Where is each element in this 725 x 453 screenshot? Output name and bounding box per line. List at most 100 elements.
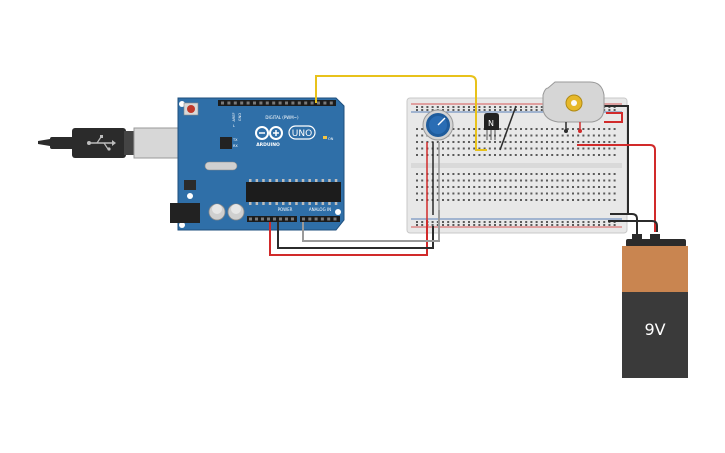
breadboard-hole [494,173,496,175]
breadboard-hole [540,147,543,150]
breadboard-hole [520,106,522,108]
breadboard-hole [561,173,564,175]
breadboard-hole [494,106,496,108]
battery-body [622,292,688,378]
breadboard-hole [582,179,585,182]
breadboard-hole [436,173,439,175]
breadboard-hole [546,134,548,137]
breadboard-hole [504,192,507,195]
breadboard-hole [546,186,548,188]
breadboard-hole [613,192,616,195]
header-pin [233,101,237,105]
breadboard-hole [561,154,564,156]
digital-header-strip [218,100,336,106]
chip-pin [328,202,331,205]
breadboard-hole [504,179,507,182]
potentiometer[interactable] [422,109,454,141]
analog-header-strip [300,216,340,222]
breadboard-hole [509,109,512,111]
breadboard-hole [488,192,491,195]
breadboard-hole [540,192,543,195]
potentiometer-knob-indicator [437,117,446,126]
breadboard-hole [566,134,569,137]
crystal-oscillator [204,161,238,171]
breadboard-hole [598,141,600,143]
breadboard-hole [598,179,600,182]
breadboard-hole [504,173,507,175]
breadboard-hole [551,173,554,175]
breadboard-hole [421,179,424,182]
breadboard-hole [551,128,554,130]
breadboard-hole [592,141,595,143]
breadboard-hole [457,192,460,195]
breadboard-hole [421,134,424,137]
breadboard-hole [535,154,538,156]
breadboard-hole [478,134,481,137]
arduino-uno-board[interactable]: UNO ARDUINO DIGITAL (PWM~) AREF GND TX R… [170,97,345,231]
breadboard-hole [582,221,585,223]
breadboard-hole [468,154,470,156]
breadboard-hole [421,221,424,223]
breadboard-hole [473,179,476,182]
breadboard-hole [478,141,481,143]
battery-voltage-label: 9V [644,320,665,339]
capacitors [208,203,245,221]
chip-pin [275,202,278,205]
breadboard-hole [608,192,611,195]
breadboard-hole [421,186,424,188]
breadboard-hole [556,141,559,143]
chip-pin [308,179,311,182]
breadboard-hole [431,106,434,108]
breadboard-hole [546,154,548,156]
breadboard-hole [488,221,491,223]
breadboard-hole [608,154,611,156]
breadboard-hole [592,134,595,137]
breadboard-hole [551,186,554,188]
breadboard-hole [561,179,564,182]
breadboard-hole [452,199,455,201]
breadboard-hole [468,109,470,111]
breadboard-hole [452,186,455,188]
breadboard-hole [436,106,439,108]
breadboard-hole [566,147,569,150]
breadboard-hole [488,106,491,108]
breadboard-hole [514,147,517,150]
breadboard-hole [499,128,502,130]
chip-pin [295,179,298,182]
breadboard-hole [530,134,533,137]
breadboard-hole [442,179,444,182]
breadboard-hole [551,134,554,137]
breadboard-hole [509,141,512,143]
breadboard-hole [546,173,548,175]
breadboard-hole [592,224,595,226]
breadboard-hole [613,179,616,182]
breadboard-hole [416,199,418,201]
breadboard-hole [520,186,522,188]
breadboard-hole [416,192,418,195]
chip-pin [301,202,305,205]
npn-transistor[interactable]: N [484,113,499,140]
breadboard-hole [483,141,486,143]
breadboard-hole [525,173,528,175]
breadboard-hole [598,186,600,188]
breadboard-hole [483,221,486,223]
nine-volt-battery[interactable]: 9V [622,234,688,378]
breadboard-hole [566,221,569,223]
breadboard-hole [421,141,424,143]
breadboard-hole [556,224,559,226]
breadboard-hole [582,141,585,143]
breadboard-hole [603,173,606,175]
breadboard-hole [535,134,538,137]
breadboard-hole [509,154,512,156]
breadboard-hole [488,109,491,111]
dc-motor[interactable] [542,81,605,133]
power-jack[interactable] [170,203,200,223]
breadboard-hole [509,128,512,130]
breadboard-hole [436,186,439,188]
breadboard-hole [572,221,574,223]
breadboard-hole [608,147,611,150]
breadboard-hole [478,221,481,223]
breadboard-hole [556,179,559,182]
breadboard-hole [535,224,538,226]
breadboard-hole [514,109,517,111]
